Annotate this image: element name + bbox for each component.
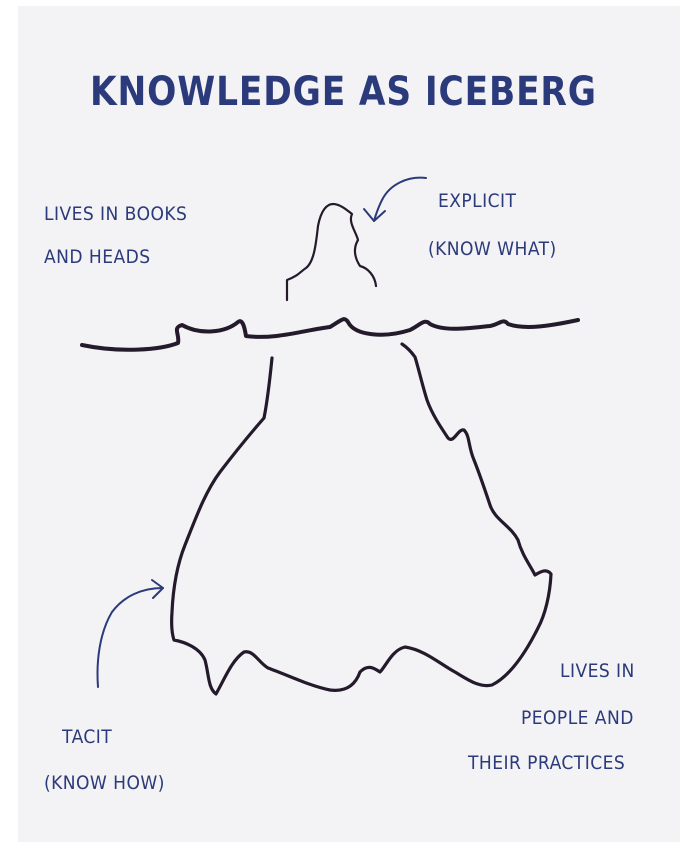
- explicit-sublabel: (KNOW WHAT): [428, 238, 557, 260]
- tacit-label: TACIT: [62, 726, 113, 748]
- tacit-arrowhead: [151, 579, 164, 599]
- water-line: [80, 317, 580, 352]
- explicit-source-line-1: LIVES IN BOOKS: [44, 203, 188, 225]
- iceberg-tip: [285, 202, 378, 302]
- explicit-arrow: [373, 176, 427, 222]
- iceberg-body: [170, 342, 553, 696]
- tacit-source-line-3: THEIR PRACTICES: [468, 752, 626, 774]
- tacit-source-line-2: PEOPLE AND: [521, 707, 634, 729]
- paper-background: [18, 6, 680, 842]
- tacit-sublabel: (KNOW HOW): [44, 772, 165, 794]
- explicit-label: EXPLICIT: [438, 190, 517, 212]
- tacit-source-line-1: LIVES IN: [560, 660, 635, 682]
- explicit-source-line-2: AND HEADS: [44, 246, 151, 268]
- tacit-arrow: [96, 587, 164, 688]
- diagram-title: KNOWLEDGE AS ICEBERG: [90, 69, 597, 115]
- explicit-arrowhead: [363, 208, 386, 222]
